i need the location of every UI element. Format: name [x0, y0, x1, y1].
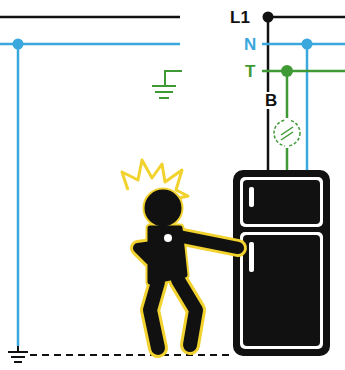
neutral-earth-wire	[17, 44, 20, 346]
phase-wire	[268, 16, 345, 19]
break-mark	[281, 132, 293, 140]
earth-label: T	[243, 63, 257, 80]
ground-symbol	[8, 346, 28, 362]
phase-label: L1	[228, 9, 252, 26]
wire-break	[285, 118, 289, 148]
earth-wire	[262, 70, 345, 73]
junction-dot	[263, 12, 274, 23]
phase-wire	[0, 16, 180, 19]
shocked-person	[138, 192, 238, 348]
fault-current-path	[30, 354, 232, 356]
earth-symbol	[152, 71, 182, 98]
fault-label: B	[263, 92, 279, 109]
neutral-drop-wire	[306, 44, 309, 172]
junction-dot	[302, 39, 313, 50]
junction-dot	[13, 39, 24, 50]
neutral-wire	[0, 43, 180, 46]
refrigerator	[233, 170, 330, 356]
neutral-label: N	[242, 36, 258, 53]
earth-drop-wire	[286, 71, 289, 172]
junction-dot	[281, 65, 293, 77]
